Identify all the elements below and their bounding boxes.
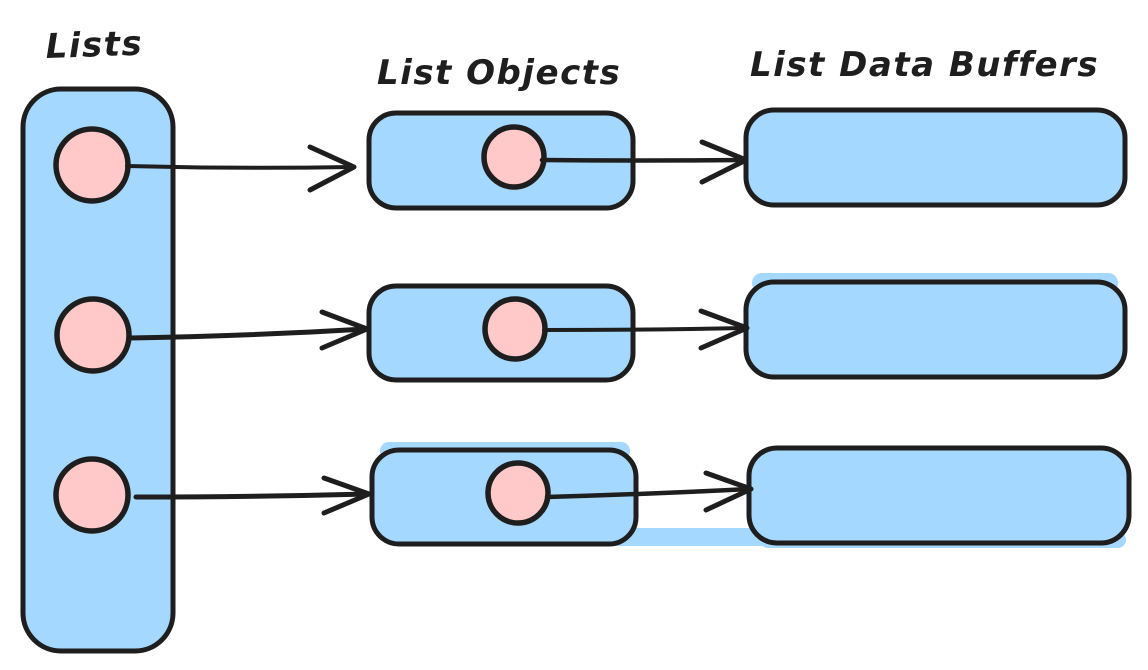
arrow-list-to-object-2: [127, 309, 370, 351]
list-data-buffer-box-2: [743, 279, 1128, 380]
list-data-buffer-box-3: [746, 445, 1132, 546]
list-pointer-circle-3: [53, 456, 131, 534]
list-pointer-circle-2: [54, 296, 132, 374]
arrow-object-to-buffer-3: [544, 470, 754, 513]
label-lists: Lists: [45, 24, 144, 67]
object-pointer-circle-1: [481, 124, 547, 190]
arrow-object-to-buffer-2: [542, 308, 750, 351]
object-pointer-circle-2: [482, 296, 548, 362]
label-list-data-buffers: List Data Buffers: [750, 45, 1099, 85]
list-pointer-circle-1: [53, 126, 131, 204]
label-list-objects: List Objects: [377, 53, 621, 93]
arrow-object-to-buffer-1: [539, 139, 749, 185]
object-pointer-circle-3: [485, 460, 551, 526]
arrow-list-to-object-3: [133, 475, 372, 516]
arrow-list-to-object-1: [125, 144, 357, 193]
list-data-buffer-box-1: [743, 107, 1128, 208]
